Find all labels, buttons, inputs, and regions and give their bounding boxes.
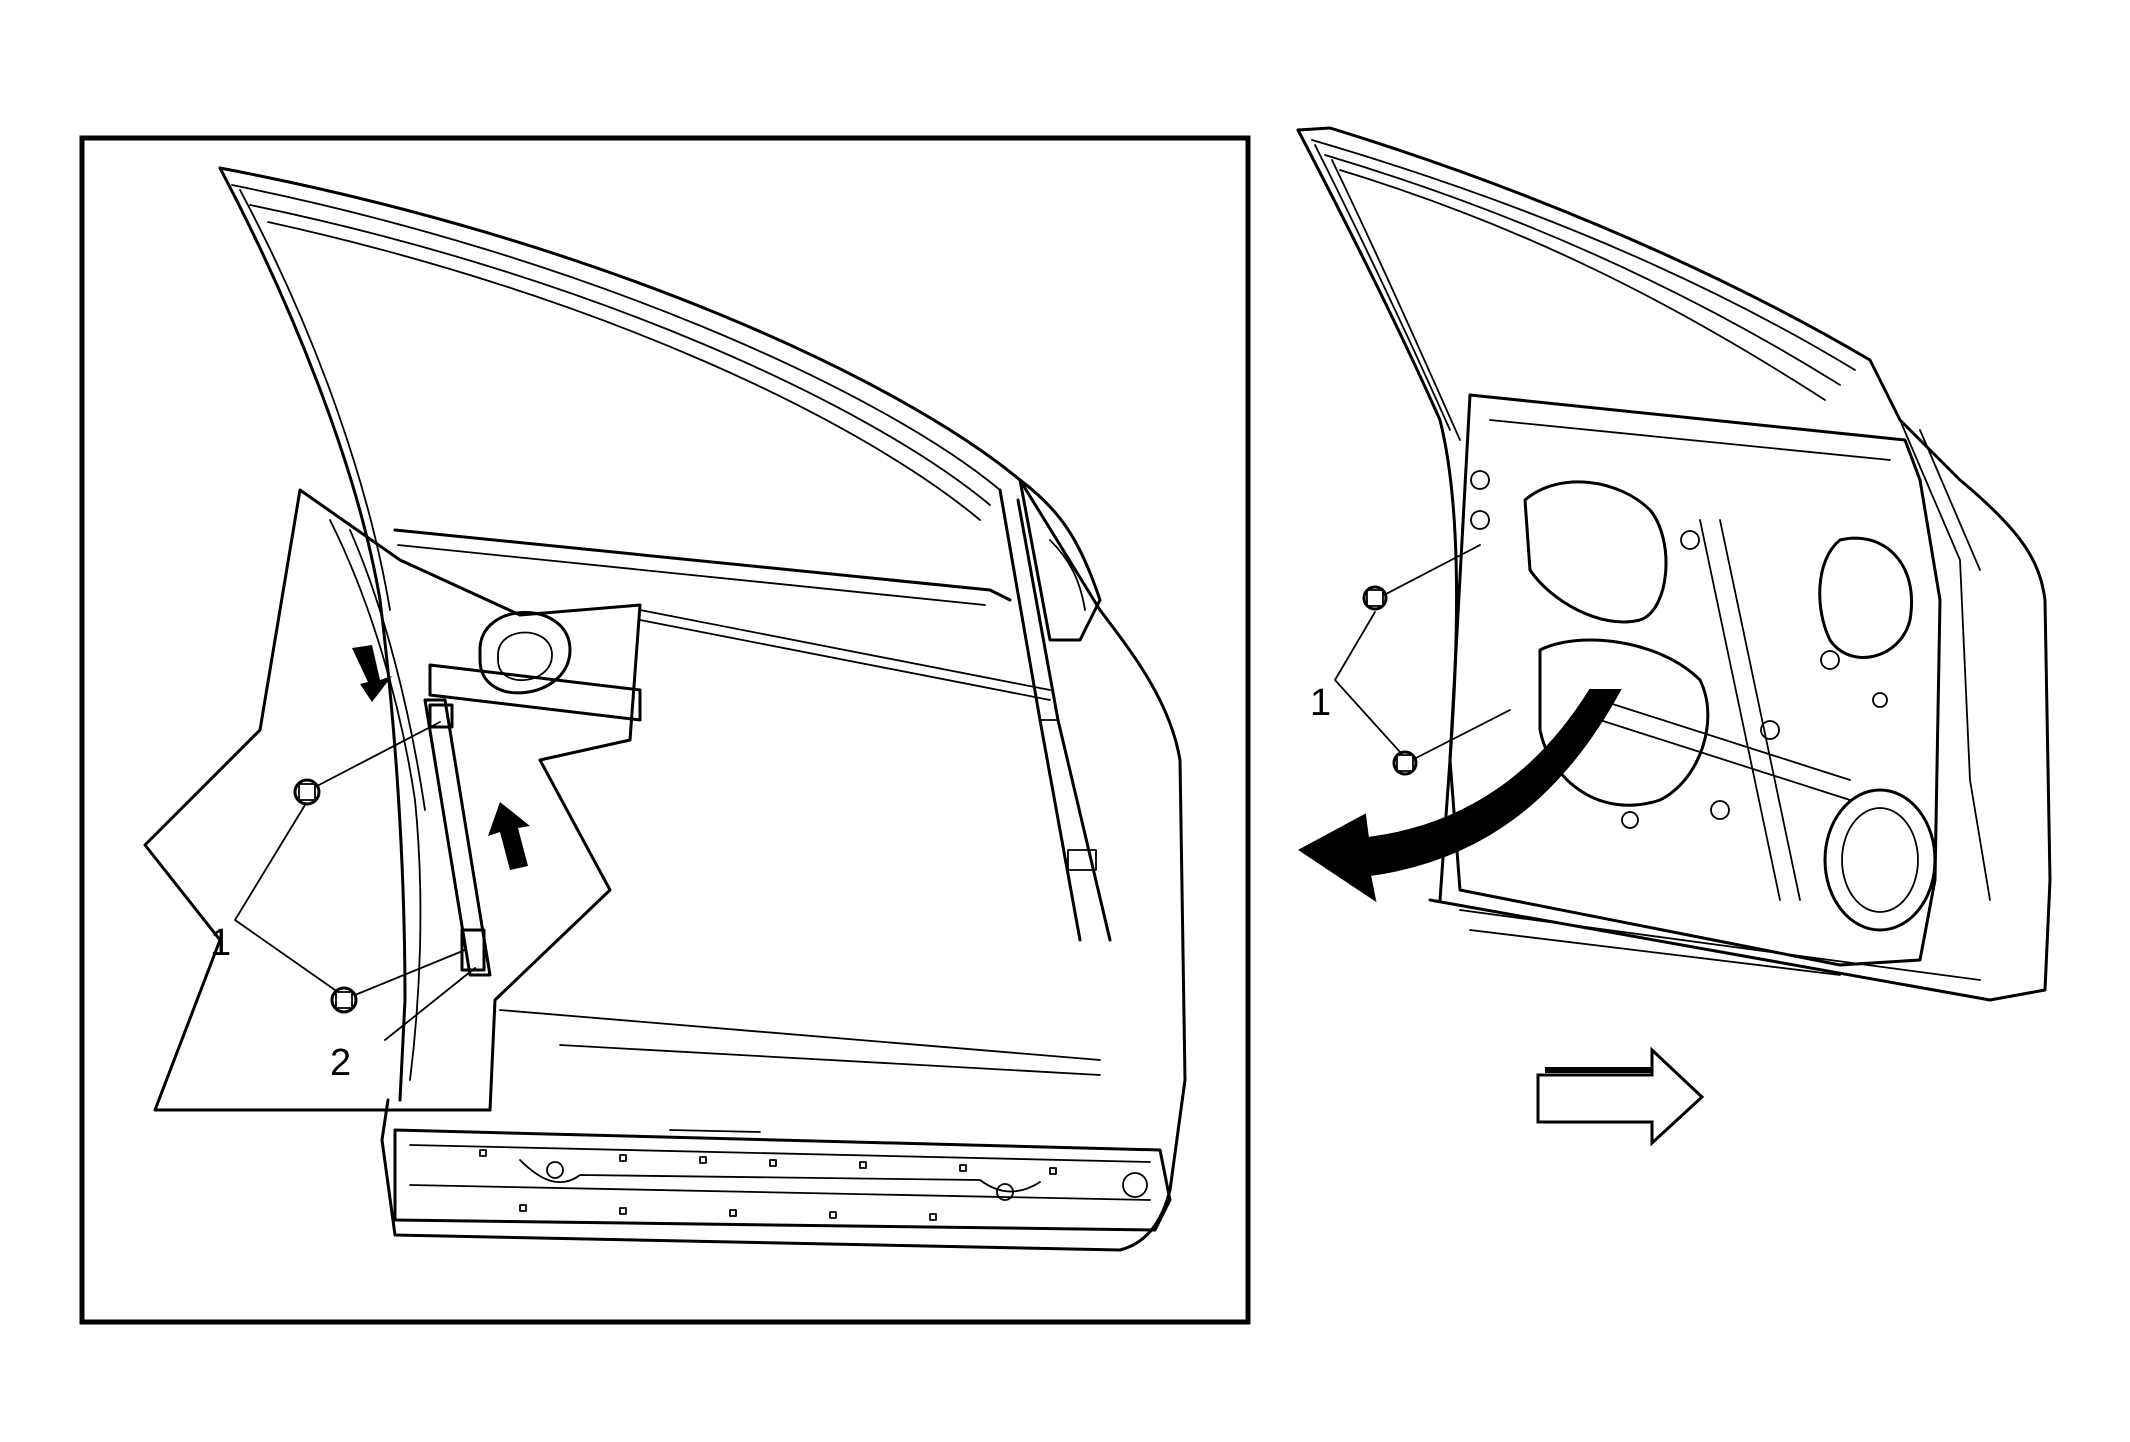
callout-2: 2: [330, 1042, 351, 1084]
right-panel: 1: [1296, 126, 2052, 1002]
door-exterior: [218, 166, 1187, 1252]
down-arrow-icon: [352, 645, 392, 702]
bolt-icon: [1392, 750, 1418, 776]
bolt-icon: [330, 986, 358, 1014]
forward-arrow-icon: [1536, 1046, 1705, 1147]
window-regulator-rail: [423, 698, 492, 977]
bolt-icon: [1362, 585, 1388, 611]
door-interior: [1296, 126, 2052, 1002]
callout-1: 1: [1310, 682, 1331, 724]
up-arrow-icon: [488, 802, 530, 870]
detail-burst: [143, 488, 642, 1112]
removal-direction-arrow-icon: [1298, 689, 1622, 903]
mirror-mount: [428, 611, 642, 722]
callout-1: 1: [210, 922, 231, 964]
left-panel-frame: [79, 135, 1251, 1325]
left-panel: 1 2: [79, 135, 1251, 1325]
bolt-icon: [293, 778, 321, 806]
